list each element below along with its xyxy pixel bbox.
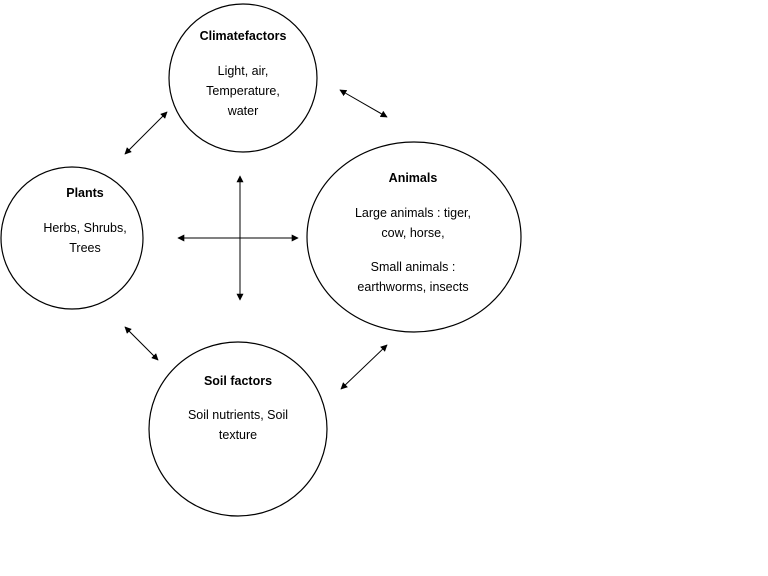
arrow-plants-soil [124, 326, 159, 361]
animals-node: Animals Large animals : tiger, cow, hors… [306, 141, 522, 333]
climate-factors-title: Climatefactors [200, 29, 287, 43]
animals-line-4: earthworms, insects [357, 280, 468, 294]
climate-factors-node: Climatefactors Light, air, Temperature, … [168, 3, 318, 153]
plants-node: Plants Herbs, Shrubs, Trees [0, 166, 144, 310]
arrow-soil-animals [340, 344, 388, 390]
climate-factors-circle [168, 3, 318, 153]
soil-factors-line-2: texture [219, 428, 257, 442]
arrow-plants-climate [124, 111, 168, 155]
plants-title: Plants [66, 186, 104, 200]
plants-line-2: Trees [69, 241, 101, 255]
plants-line-1: Herbs, Shrubs, [43, 221, 126, 235]
climate-factors-line-1: Light, air, [218, 64, 269, 78]
soil-factors-line-1: Soil nutrients, Soil [188, 408, 288, 422]
soil-factors-circle [148, 341, 328, 517]
animals-title: Animals [389, 171, 438, 185]
animals-line-2: cow, horse, [381, 226, 444, 240]
soil-factors-title: Soil factors [204, 374, 272, 388]
soil-factors-node: Soil factors Soil nutrients, Soil textur… [148, 341, 328, 517]
animals-line-3: Small animals : [371, 260, 456, 274]
climate-factors-line-2: Temperature, [206, 84, 280, 98]
climate-factors-line-3: water [227, 104, 259, 118]
animals-circle [306, 141, 522, 333]
arrow-climate-animals [339, 89, 388, 118]
plants-circle [0, 166, 144, 310]
animals-line-1: Large animals : tiger, [355, 206, 471, 220]
